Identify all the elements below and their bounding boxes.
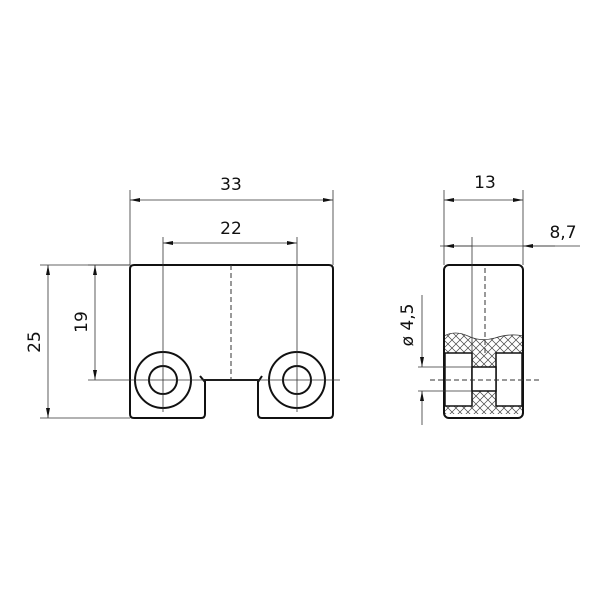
right-bushing-section [495, 352, 523, 407]
dimension-19: 19 [72, 264, 130, 380]
dimension-13: 13 [443, 173, 524, 265]
dim-label-22: 22 [220, 219, 242, 239]
dimension-33: 33 [129, 175, 334, 265]
dim-label-33: 33 [220, 175, 242, 195]
front-view [88, 237, 340, 419]
dim-label-19: 19 [72, 311, 92, 333]
side-view [430, 237, 540, 419]
side-outline [443, 264, 524, 419]
bore-section [471, 366, 497, 392]
dim-label-8-7: 8,7 [549, 223, 576, 243]
dim-label-diameter: ø 4,5 [398, 304, 418, 347]
dimension-diameter-4-5: ø 4,5 [398, 295, 472, 425]
dimension-25: 25 [25, 264, 130, 419]
dim-label-25: 25 [25, 331, 45, 353]
dim-label-13: 13 [474, 173, 496, 193]
dimension-8-7: 8,7 [440, 223, 580, 248]
front-outline [129, 264, 334, 419]
dimension-22: 22 [163, 219, 297, 245]
